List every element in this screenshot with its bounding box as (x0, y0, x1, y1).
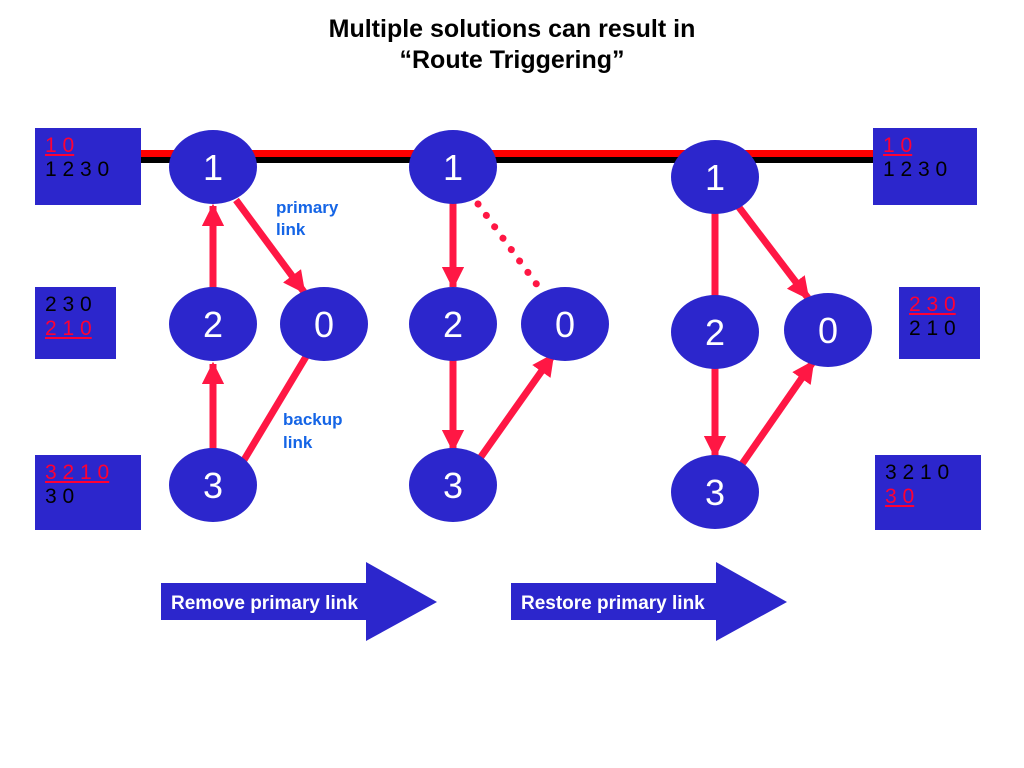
route-entry: 3 2 1 0 (45, 461, 110, 484)
route-entry: 3 2 1 0 (885, 461, 950, 484)
route-entry: 1 0 (883, 134, 913, 157)
link-p1-1-to-0 (233, 197, 307, 295)
route-entry: 1 2 3 0 (883, 158, 948, 181)
svg-text:1: 1 (443, 147, 463, 188)
node-p2-0: 0 (521, 287, 609, 361)
svg-text:1: 1 (705, 157, 725, 198)
route-entry: 1 2 3 0 (45, 158, 110, 181)
node-p1-0: 0 (280, 287, 368, 361)
remove-primary-link-label: Remove primary link (171, 593, 358, 614)
route-entry: 3 0 (45, 485, 75, 508)
link-p2-3-to-0 (475, 352, 556, 464)
panel-1-links (201, 197, 317, 462)
title-line-1: Multiple solutions can result in (328, 15, 696, 43)
node-p2-1: 1 (409, 130, 497, 204)
svg-text:2: 2 (443, 304, 463, 345)
link-p2-1-0-removed (474, 200, 547, 297)
link-labels: primary link backup link (276, 198, 343, 452)
route-entry: 1 0 (45, 134, 75, 157)
svg-text:0: 0 (555, 304, 575, 345)
node-p1-3: 3 (169, 448, 257, 522)
node-p3-2: 2 (671, 295, 759, 369)
node-p3-0: 0 (784, 293, 872, 367)
route-entry: 2 1 0 (45, 317, 92, 340)
node-p3-3: 3 (671, 455, 759, 529)
panel-2-links (441, 200, 556, 464)
route-table-left-mid: 2 3 0 2 1 0 (35, 287, 116, 359)
svg-text:3: 3 (705, 472, 725, 513)
svg-text:3: 3 (443, 465, 463, 506)
link-p1-3-0-backup (240, 343, 317, 462)
svg-text:2: 2 (705, 312, 725, 353)
restore-primary-link-arrow: Restore primary link (511, 562, 787, 641)
primary-link-label-1: primary (276, 198, 339, 217)
route-table-left-bot: 3 2 1 0 3 0 (35, 455, 141, 530)
svg-text:3: 3 (203, 465, 223, 506)
route-table-right-bot: 3 2 1 0 3 0 (875, 455, 981, 530)
route-entry: 2 3 0 (909, 293, 956, 316)
svg-text:0: 0 (818, 310, 838, 351)
node-p3-1: 1 (671, 140, 759, 214)
route-entry: 2 3 0 (45, 293, 92, 316)
remove-primary-link-arrow: Remove primary link (161, 562, 437, 641)
panel-1-nodes: 1 2 0 3 (169, 130, 368, 522)
restore-primary-link-label: Restore primary link (521, 593, 705, 614)
title-line-2: “Route Triggering” (399, 46, 625, 74)
slide-title: Multiple solutions can result in “Route … (0, 14, 1024, 76)
primary-link-bar (140, 150, 875, 163)
route-table-left-top: 1 0 1 2 3 0 (35, 128, 141, 205)
route-table-right-mid: 2 3 0 2 1 0 (899, 287, 980, 359)
svg-text:0: 0 (314, 304, 334, 345)
panel-2-nodes: 1 2 0 3 (409, 130, 609, 522)
route-table-right-top: 1 0 1 2 3 0 (873, 128, 977, 205)
backup-link-label-1: backup (283, 410, 343, 429)
link-p3-3-to-0 (737, 360, 816, 469)
svg-text:1: 1 (203, 147, 223, 188)
node-p1-1: 1 (169, 130, 257, 204)
node-p2-2: 2 (409, 287, 497, 361)
panel-3-links (703, 203, 816, 469)
node-p1-2: 2 (169, 287, 257, 361)
route-entry: 3 0 (885, 485, 915, 508)
link-p3-1-to-0 (735, 203, 811, 301)
route-entry: 2 1 0 (909, 317, 956, 340)
backup-link-label-2: link (283, 433, 313, 452)
node-p2-3: 3 (409, 448, 497, 522)
panel-3-nodes: 1 2 0 3 (671, 140, 872, 529)
svg-text:2: 2 (203, 304, 223, 345)
primary-link-label-2: link (276, 220, 306, 239)
